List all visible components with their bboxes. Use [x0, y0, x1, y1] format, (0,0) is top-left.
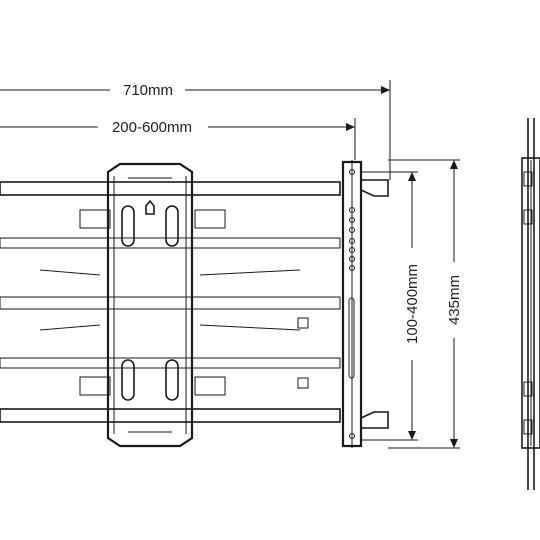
- dimension-label-overall-height: 435mm: [446, 275, 463, 325]
- dimension-label-overall-width: 710mm: [123, 82, 173, 99]
- center-mount-plate: [106, 162, 194, 448]
- dimension-710mm: 710mm: [0, 80, 391, 180]
- dimension-label-mount-width: 200-600mm: [112, 119, 192, 136]
- dimension-435mm: 435mm: [388, 159, 463, 449]
- dimension-200-600mm: 200-600mm: [0, 118, 356, 160]
- wall-bracket: [341, 160, 389, 448]
- side-view-profile: [521, 118, 540, 490]
- dimension-label-mount-height: 100-400mm: [404, 264, 421, 344]
- dimension-100-400mm: 100-400mm: [360, 171, 421, 441]
- extension-arms: [0, 181, 341, 423]
